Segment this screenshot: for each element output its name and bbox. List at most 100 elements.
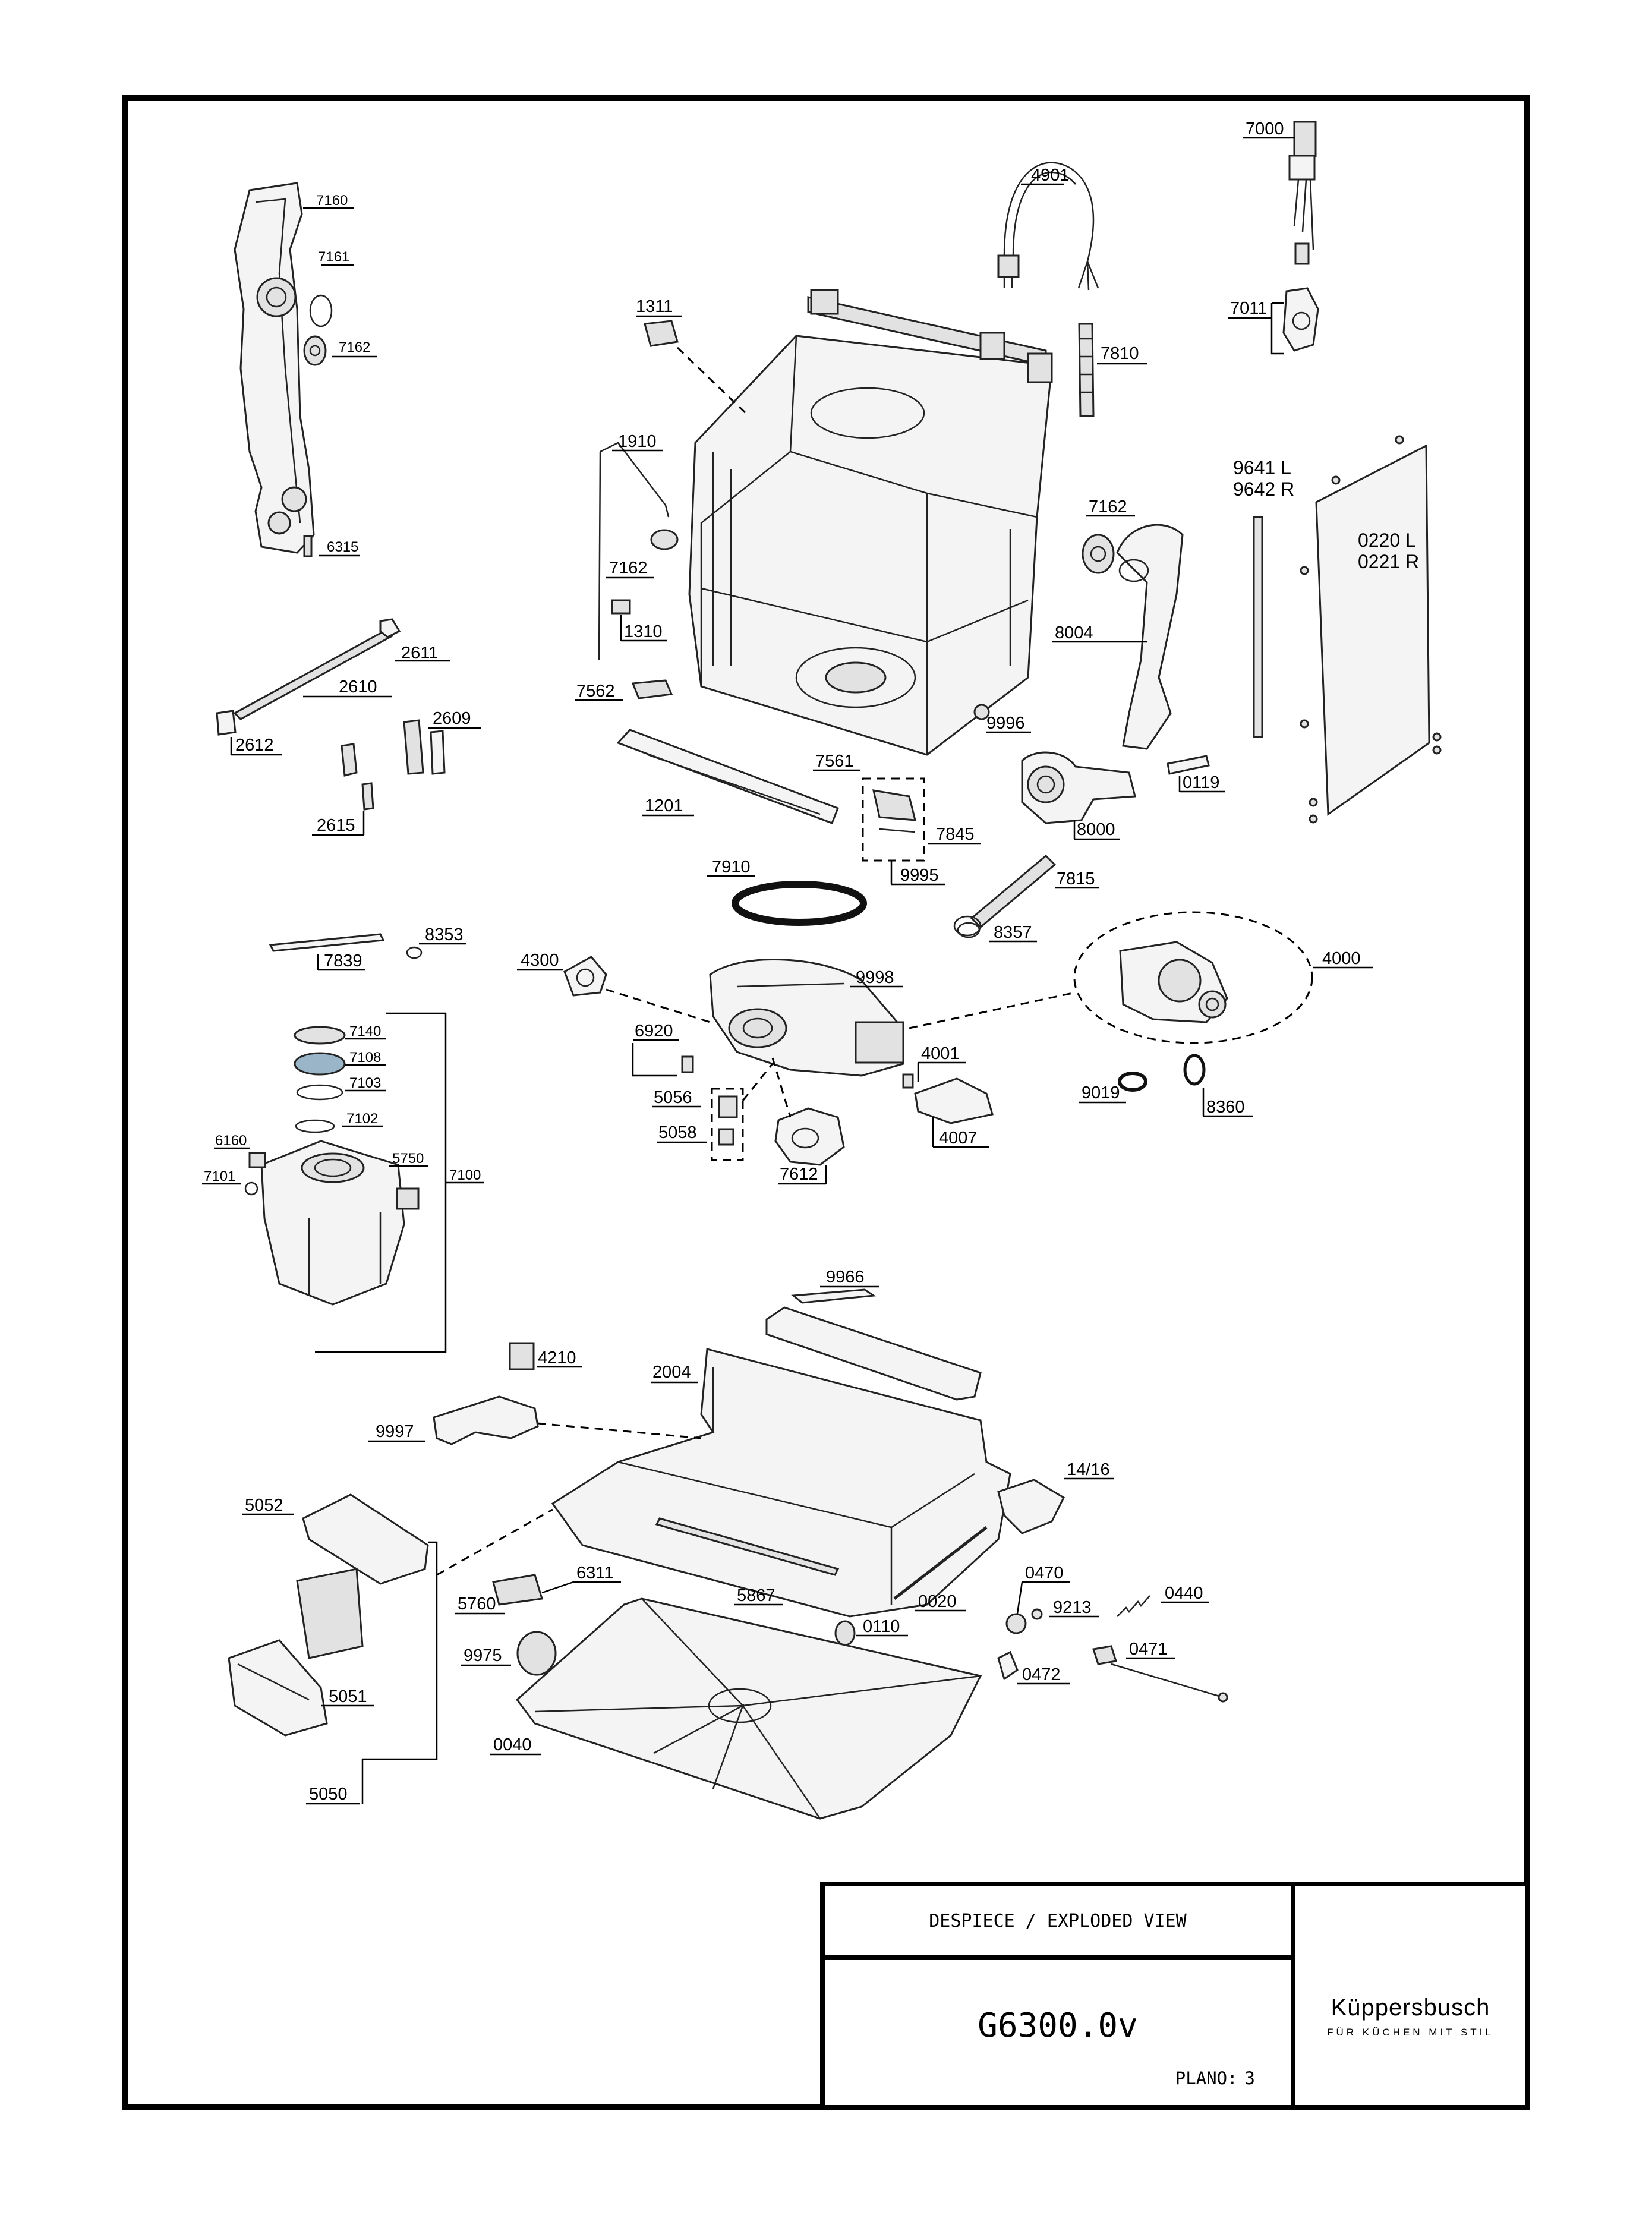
label-9975: 9975 <box>464 1646 502 1665</box>
label-14-16: 14/16 <box>1067 1460 1110 1479</box>
label-8353: 8353 <box>425 925 464 944</box>
part-4007 <box>914 1077 994 1124</box>
label-0119: 0119 <box>1183 773 1219 792</box>
label-8000: 8000 <box>1077 820 1115 839</box>
hinge-bracket-1201 <box>616 729 839 824</box>
heat-pump-8000 <box>1021 751 1136 824</box>
label-1910: 1910 <box>618 432 657 451</box>
label-7839: 7839 <box>324 951 362 970</box>
model-number: G6300.0v <box>978 2006 1138 2045</box>
label-7562: 7562 <box>576 682 615 701</box>
label-9019: 9019 <box>1082 1083 1120 1102</box>
label-4000: 4000 <box>1322 949 1361 968</box>
rod-0020 <box>893 1526 988 1600</box>
spring-0440 <box>1117 1595 1150 1617</box>
clamp-8360 <box>1183 1054 1206 1086</box>
label-7810: 7810 <box>1101 344 1139 363</box>
label-5867: 5867 <box>737 1586 775 1605</box>
power-cord <box>997 162 1099 291</box>
brand-cell: Küppersbusch FÜR KÜCHEN MIT STIL <box>1291 1882 1530 2110</box>
spray-arm-duct-8004 <box>1082 524 1184 750</box>
label-0471: 0471 <box>1129 1640 1168 1659</box>
label-9213: 9213 <box>1053 1598 1092 1617</box>
label-6920: 6920 <box>635 1022 673 1041</box>
label-5760: 5760 <box>458 1595 496 1614</box>
drain-hose-7815 <box>953 854 1057 937</box>
part-9997 <box>433 1395 539 1445</box>
label-4007: 4007 <box>939 1129 978 1148</box>
circulation-pump-4000 <box>1119 941 1228 1023</box>
label-5052: 5052 <box>245 1496 283 1515</box>
label-5750: 5750 <box>392 1151 424 1167</box>
inlet-valve-assembly <box>1282 121 1319 352</box>
label-7845: 7845 <box>936 825 975 844</box>
label-0220: 0220 L <box>1358 530 1416 551</box>
label-7140: 7140 <box>349 1023 381 1039</box>
label-7161: 7161 <box>318 249 349 265</box>
plano-label: PLANO: <box>1175 2068 1238 2088</box>
water-softener-7100 <box>244 1026 420 1306</box>
label-4300: 4300 <box>521 951 559 970</box>
part-7612 <box>774 1107 845 1166</box>
label-8360: 8360 <box>1206 1098 1245 1117</box>
label-5050: 5050 <box>309 1785 348 1804</box>
label-2610: 2610 <box>339 678 377 697</box>
label-7561: 7561 <box>815 752 854 771</box>
label-2004: 2004 <box>652 1363 691 1382</box>
title-block: DESPIECE / EXPLODED VIEW G6300.0v PLANO:… <box>820 1882 1530 2110</box>
label-7160: 7160 <box>316 193 348 209</box>
label-0440: 0440 <box>1165 1584 1203 1603</box>
base-pan-0040 <box>515 1597 982 1820</box>
part-7839 <box>269 933 385 952</box>
part-9966 <box>791 1288 877 1304</box>
filter-9975 <box>516 1631 557 1676</box>
label-7011: 7011 <box>1230 299 1267 318</box>
brand-tagline: FÜR KÜCHEN MIT STIL <box>1327 2027 1494 2038</box>
label-5058: 5058 <box>658 1123 697 1142</box>
label-6311: 6311 <box>576 1564 613 1583</box>
softener-lid-7108 <box>294 1052 346 1076</box>
part-4300 <box>563 956 607 997</box>
sump-seal-7910 <box>732 881 867 926</box>
label-7162-left: 7162 <box>339 339 370 355</box>
side-strip <box>1253 516 1263 738</box>
label-5056: 5056 <box>654 1088 692 1107</box>
label-9995: 9995 <box>900 866 939 885</box>
label-1310: 1310 <box>624 622 663 641</box>
label-9642: 9642 R <box>1233 478 1294 500</box>
door-seal-1910 <box>598 442 670 660</box>
label-9996: 9996 <box>986 714 1025 733</box>
label-4210: 4210 <box>538 1348 576 1367</box>
label-1201: 1201 <box>645 796 683 815</box>
label-7162-right: 7162 <box>1089 497 1127 516</box>
label-1311: 1311 <box>636 297 673 316</box>
label-8004: 8004 <box>1055 623 1093 642</box>
sump-assembly-9998 <box>709 959 904 1077</box>
label-7102: 7102 <box>346 1111 378 1127</box>
label-9998: 9998 <box>856 968 894 987</box>
label-7000: 7000 <box>1246 119 1284 138</box>
label-0470: 0470 <box>1025 1564 1064 1583</box>
label-7910: 7910 <box>712 858 751 877</box>
control-module-5050 <box>228 1493 429 1737</box>
label-9966: 9966 <box>826 1268 865 1287</box>
label-7162-center: 7162 <box>609 559 648 578</box>
label-2609: 2609 <box>433 709 471 728</box>
label-6315: 6315 <box>327 539 358 555</box>
label-0040: 0040 <box>493 1735 532 1754</box>
label-9641: 9641 L <box>1233 457 1291 478</box>
label-4901: 4901 <box>1031 166 1070 185</box>
base-frame-2004 <box>551 1348 1011 1618</box>
label-6160: 6160 <box>215 1133 247 1149</box>
plano-field: PLANO:3 <box>1175 2068 1255 2088</box>
title-block-header: DESPIECE / EXPLODED VIEW <box>820 1882 1295 1960</box>
label-0221: 0221 R <box>1358 551 1419 572</box>
label-7815: 7815 <box>1057 869 1095 888</box>
label-0110: 0110 <box>863 1617 900 1636</box>
label-0472: 0472 <box>1022 1665 1061 1684</box>
side-panel <box>1315 444 1430 816</box>
label-9997: 9997 <box>376 1422 414 1441</box>
label-7108: 7108 <box>349 1050 381 1066</box>
label-2612: 2612 <box>235 736 274 755</box>
